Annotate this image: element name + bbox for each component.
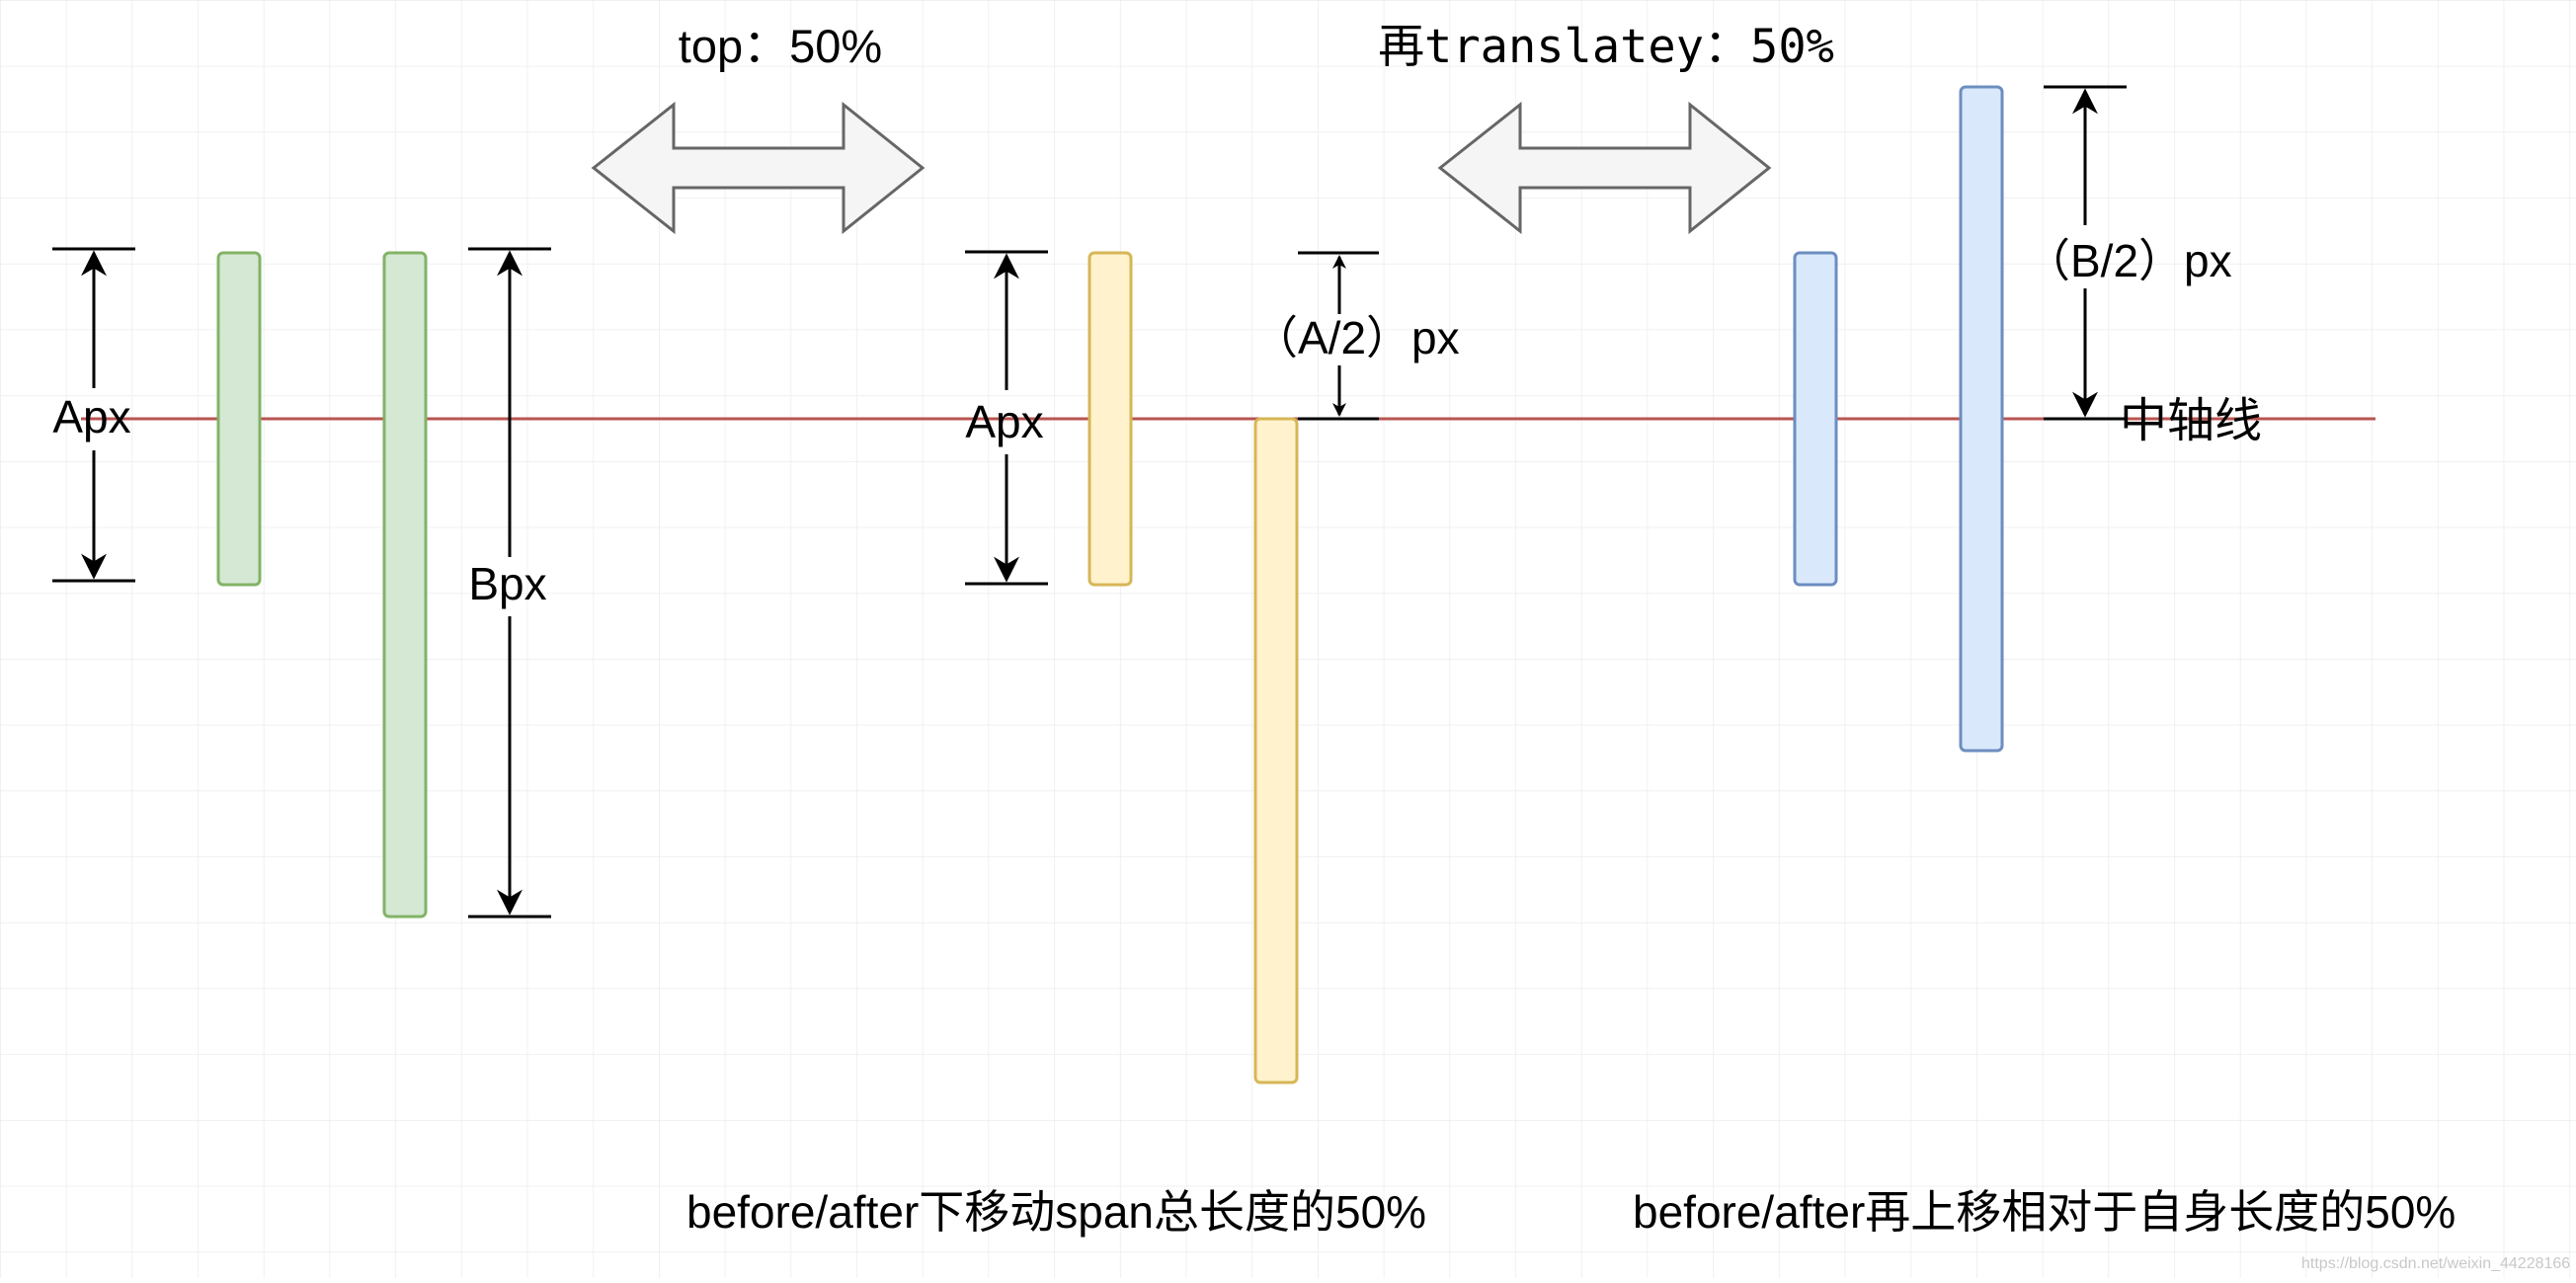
label-center-axis: 中轴线 — [2120, 395, 2262, 447]
bar-green-short — [216, 251, 262, 587]
bar-green-long — [382, 251, 428, 919]
transition-arrow-1: top：50% — [591, 20, 926, 235]
bar-yellow-long — [1253, 417, 1299, 1084]
title-translate-50: 再translatey：50% — [1378, 20, 1834, 74]
title-top-50: top：50% — [679, 20, 882, 72]
bar-blue-short — [1793, 251, 1838, 587]
double-arrow-icon — [591, 101, 926, 235]
label-apx-left: Apx — [52, 391, 130, 442]
label-bpx: Bpx — [468, 558, 546, 609]
caption-right: before/after再上移相对于自身长度的50% — [1633, 1186, 2455, 1238]
bar-yellow-short — [1087, 251, 1133, 587]
group-after-translate: （B/2）px 中轴线 — [1793, 85, 2262, 753]
double-arrow-icon — [1437, 101, 1772, 235]
caption-left: before/after下移动span总长度的50% — [686, 1186, 1426, 1238]
label-a-half: （A/2）px — [1252, 312, 1460, 363]
group-after-top: Apx （A/2）px — [965, 250, 1460, 1084]
label-b-half: （B/2）px — [2025, 235, 2232, 286]
watermark: https://blog.csdn.net/weixin_44228166 — [2301, 1255, 2570, 1272]
transition-arrow-2: 再translatey：50% — [1378, 20, 1834, 235]
group-original: Apx Bpx — [52, 247, 551, 919]
label-apx-mid: Apx — [965, 396, 1043, 447]
bar-blue-long — [1959, 85, 2004, 753]
